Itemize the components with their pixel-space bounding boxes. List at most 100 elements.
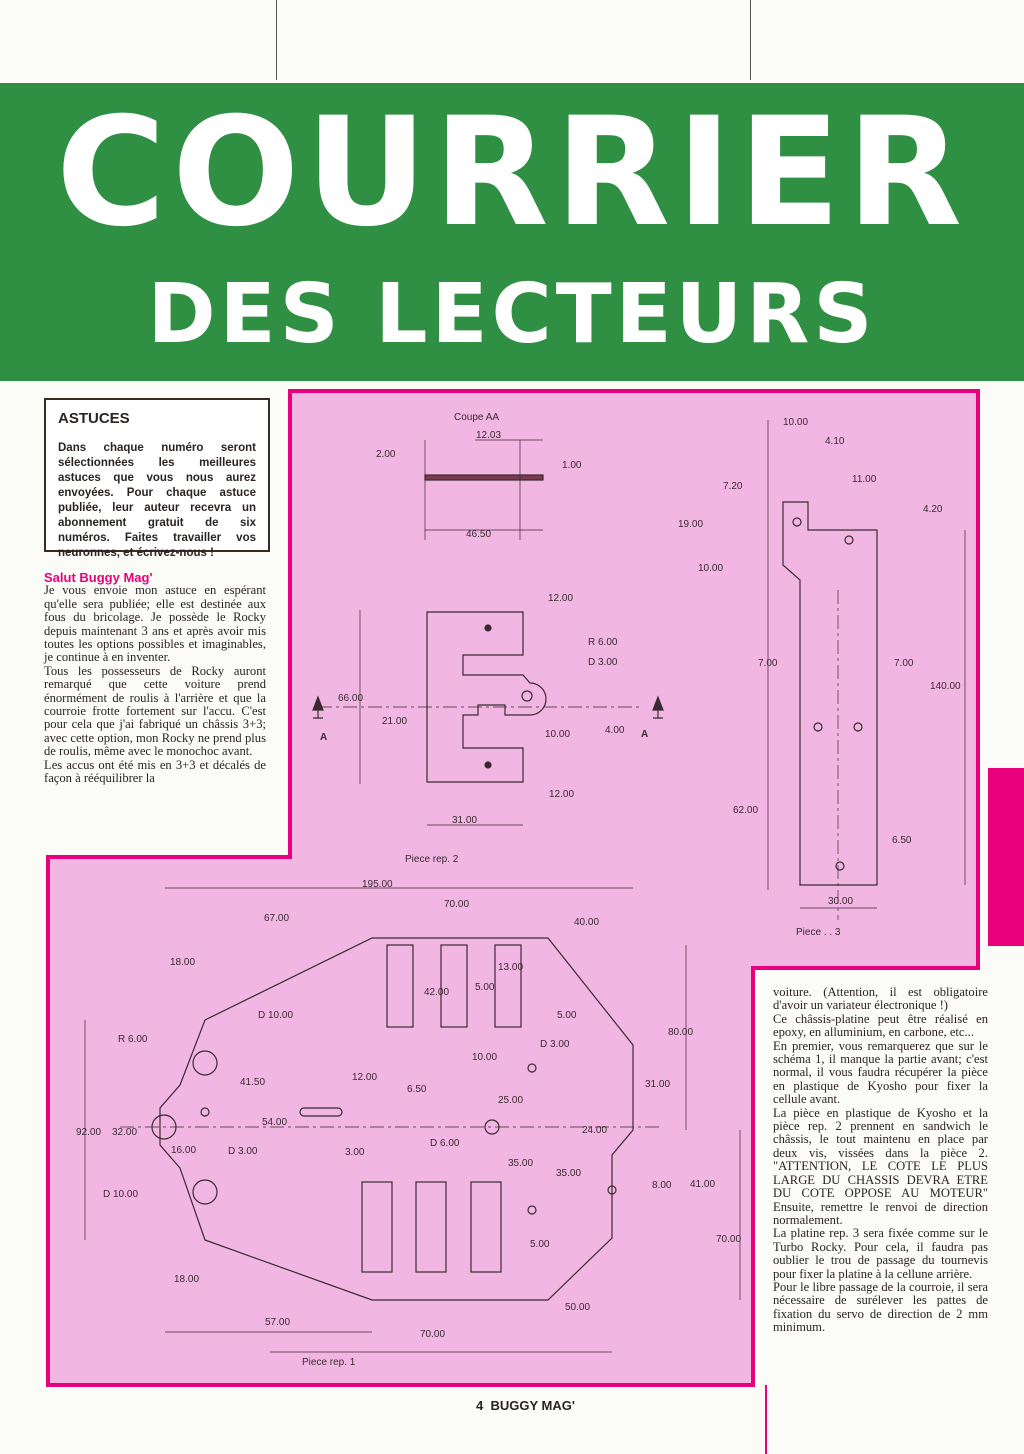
dim-label: 195.00 [362,879,393,890]
letter-paragraph: Ce châssis-platine peut être réalisé en … [773,1011,988,1040]
letter-paragraph: La pièce en plastique de Kyosho et la pi… [773,1105,988,1227]
piece-2-label: Piece rep. 2 [405,854,459,865]
letter-paragraph: Je vous envoie mon astuce en espérant qu… [44,583,266,665]
dim-label: 46.50 [466,529,491,540]
dim-label: 4.20 [923,504,943,515]
dim-label: 11.00 [852,474,877,485]
page-subtitle: DES LECTEURS [147,267,877,362]
dim-label: 10.00 [472,1052,497,1063]
dim-label: 25.00 [498,1095,523,1106]
piece-3 [782,501,878,886]
dim-label: 1.00 [562,460,582,471]
dim-label: 62.00 [733,805,758,816]
dim-label: 92.00 [76,1127,101,1138]
astuces-box: ASTUCES Dans chaque numéro seront sélect… [44,398,270,559]
dim-label: 16.00 [171,1145,196,1156]
letter-paragraph: La platine rep. 3 sera fixée comme sur l… [773,1226,988,1281]
dim-label: 8.00 [652,1180,672,1191]
coupe-aa-section [424,474,544,481]
dim-label: 31.00 [452,815,477,826]
dim-label: 18.00 [170,957,195,968]
dim-label: 5.00 [530,1239,550,1250]
dim-label: 70.00 [444,899,469,910]
dim-label: 2.00 [376,449,396,460]
letter-paragraph: Les accus ont été mis en 3+3 et décalés … [44,757,266,786]
letter-paragraph: voiture. (Attention, il est obligatoire … [773,985,988,1013]
dim-label: D 10.00 [258,1010,293,1021]
letter-paragraph: Tous les possesseurs de Rocky auront rem… [44,663,266,759]
dim-label: R 6.00 [588,637,618,648]
dim-label: 70.00 [420,1329,445,1340]
dim-label: 35.00 [508,1158,533,1169]
dim-label: 10.00 [698,563,723,574]
piece-1-label: Piece rep. 1 [302,1357,356,1368]
piece-3-label: Piece . . 3 [796,927,841,938]
fold-line [276,0,277,80]
dim-label: 13.00 [498,962,523,973]
dim-label: 42.00 [424,987,449,998]
dim-label: 12.00 [352,1072,377,1083]
dim-label: 35.00 [556,1168,581,1179]
letter-paragraph: Pour le libre passage de la courroie, il… [773,1279,988,1335]
dim-label: D 3.00 [588,657,618,668]
dim-label: 21.00 [382,716,407,727]
margin-rule [765,1385,767,1454]
page-title: COURRIER [55,86,969,260]
section-mark: A [320,732,327,743]
dim-label: 5.00 [557,1010,577,1021]
dim-label: 54.00 [262,1117,287,1128]
coupe-label: Coupe AA [454,412,499,423]
dim-label: 7.20 [723,481,743,492]
magenta-edge-tab [988,768,1024,946]
dim-label: 4.00 [605,725,625,736]
dim-label: 80.00 [668,1027,693,1038]
dim-label: 41.00 [690,1179,715,1190]
dim-label: D 10.00 [103,1189,138,1200]
dim-label: 10.00 [783,417,808,428]
section-mark: A [641,729,648,740]
dim-label: 18.00 [174,1274,199,1285]
dim-label: 7.00 [894,658,914,669]
dim-label: 12.03 [476,430,501,441]
dim-label: 4.10 [825,436,845,447]
dim-label: 10.00 [545,729,570,740]
astuces-title: ASTUCES [58,410,130,427]
dim-label: 41.50 [240,1077,265,1088]
page-footer: 4 BUGGY MAG' [476,1398,575,1413]
dim-label: 12.00 [548,593,573,604]
dim-label: 30.00 [828,896,853,907]
dim-label: 6.50 [407,1084,427,1095]
header-banner [0,83,1024,381]
dim-label: 3.00 [345,1147,365,1158]
dim-label: D 3.00 [228,1146,258,1157]
dim-label: 67.00 [264,913,289,924]
dim-label: 19.00 [678,519,703,530]
dim-label: D 6.00 [430,1138,460,1149]
dim-label: 6.50 [892,835,912,846]
dim-label: 12.00 [549,789,574,800]
fold-line [750,0,751,80]
page-number: 4 [476,1398,484,1413]
letter-column-left: Salut Buggy Mag' Je vous envoie mon astu… [44,571,266,786]
dim-label: 50.00 [565,1302,590,1313]
letter-paragraph: En premier, vous remarquerez que sur le … [773,1038,988,1107]
dim-label: 70.00 [716,1234,741,1245]
piece-2 [426,611,547,783]
dim-label: 5.00 [475,982,495,993]
magazine-name: BUGGY MAG' [490,1398,575,1413]
dim-label: 7.00 [758,658,778,669]
dim-label: 66.00 [338,693,363,704]
dim-label: 57.00 [265,1317,290,1328]
letter-greeting: Salut Buggy Mag' [44,570,153,585]
astuces-text: Dans chaque numéro seront sélectionnées … [58,442,256,559]
piece-1 [159,937,634,1301]
dim-label: 31.00 [645,1079,670,1090]
letter-column-right: voiture. (Attention, il est obligatoire … [773,985,988,1335]
dim-label: 24.00 [582,1125,607,1136]
dim-label: 40.00 [574,917,599,928]
dim-label: D 3.00 [540,1039,570,1050]
dim-label: 32.00 [112,1127,137,1138]
dim-label: R 6.00 [118,1034,148,1045]
dim-label: 140.00 [930,681,961,692]
